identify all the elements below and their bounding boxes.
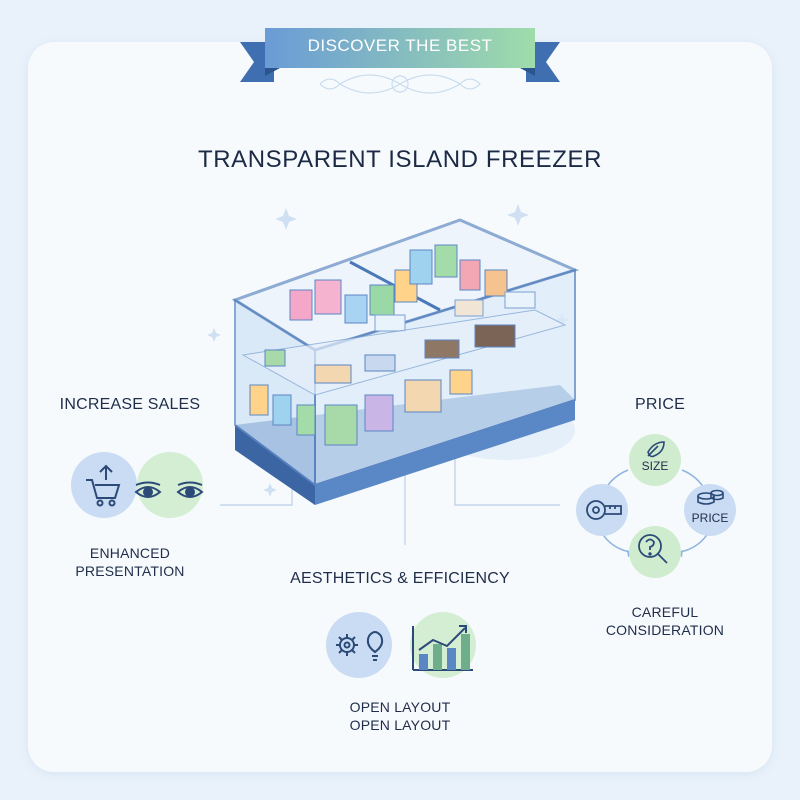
banner-text: DISCOVER THE BEST (307, 36, 493, 55)
coins-icon (697, 489, 724, 505)
tape-measure-icon (586, 500, 622, 520)
price-heading: PRICE (635, 396, 685, 413)
cycle-label-price: PRICE (692, 511, 729, 525)
ornament-decoration (319, 74, 481, 94)
center-icon-group (326, 612, 476, 678)
increase-sales-heading: INCREASE SALES (59, 396, 201, 413)
price-cycle-diagram: SIZE PRICE (576, 434, 736, 578)
eyes-icon (134, 481, 204, 498)
caption-line: PRESENTATION (75, 563, 185, 579)
caption-line: OPEN LAYOUT (349, 717, 451, 733)
leaf-icon (647, 441, 665, 458)
banner-ribbon (240, 28, 560, 82)
cart-upload-icon (86, 464, 121, 507)
left-icon-group (71, 452, 204, 518)
caption-line: ENHANCED (89, 545, 171, 561)
open-layout-caption: OPEN LAYOUT OPEN LAYOUT (320, 698, 480, 734)
gear-icon (336, 634, 358, 656)
careful-consideration-caption: CAREFUL CONSIDERATION (595, 603, 735, 639)
enhanced-presentation-caption: ENHANCED PRESENTATION (60, 544, 200, 580)
bar-chart-icon (412, 625, 473, 671)
lightbulb-icon (366, 631, 384, 661)
caption-line: CAREFUL (631, 604, 699, 620)
island-freezer-illustration (231, 218, 580, 505)
magnifier-question-icon (638, 534, 668, 564)
aesthetics-efficiency-heading: AESTHETICS & EFFICIENCY (290, 570, 510, 587)
caption-line: CONSIDERATION (605, 622, 725, 638)
cycle-label-size: SIZE (642, 459, 669, 473)
caption-line: OPEN LAYOUT (349, 699, 451, 715)
page-title: TRANSPARENT ISLAND FREEZER (197, 146, 603, 173)
